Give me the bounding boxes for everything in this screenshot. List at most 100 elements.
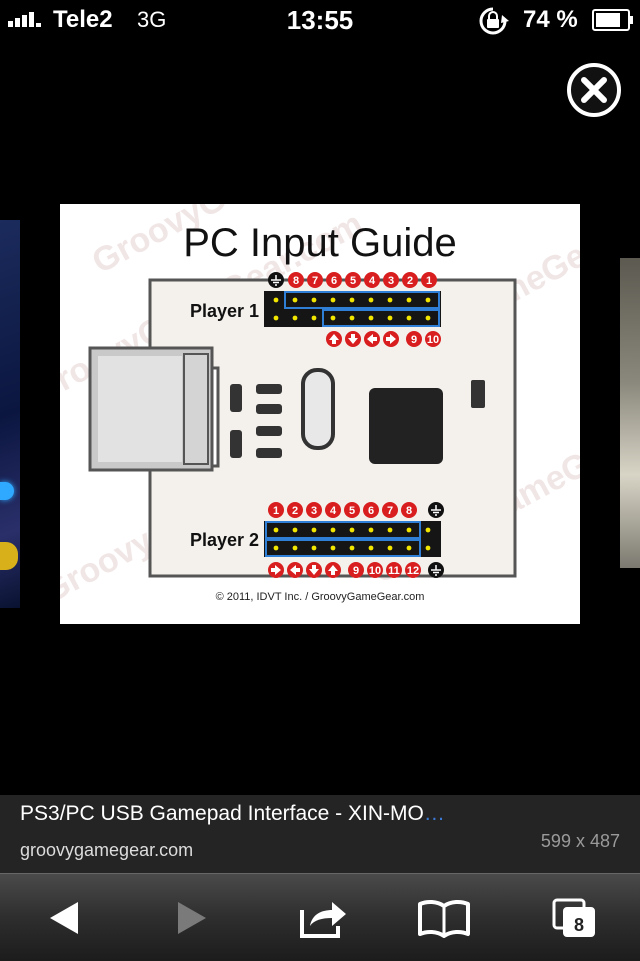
controller-chip <box>369 388 443 464</box>
direction-left-icon <box>364 331 380 347</box>
ground-icon <box>268 272 284 288</box>
pin-number-label: 3 <box>388 275 394 287</box>
pin-number-badge <box>367 562 383 578</box>
pin-number-badge <box>386 562 402 578</box>
pin-number-label: 1 <box>426 275 432 287</box>
header-pin <box>425 315 431 321</box>
pin-number-badge <box>402 272 418 288</box>
ground-icon <box>428 562 444 578</box>
previous-image-preview[interactable] <box>0 220 20 608</box>
pin-number-badge <box>287 502 303 518</box>
player1-bottom-pin-labels: 9 10 <box>326 331 441 347</box>
usb-connector <box>88 346 214 472</box>
header-pin <box>387 315 393 321</box>
pin-number-badge <box>425 331 441 347</box>
pin-number-label: 5 <box>349 505 355 517</box>
caption-source[interactable]: groovygamegear.com <box>20 840 194 860</box>
pin-number-badge <box>383 272 399 288</box>
pin-number-badge <box>307 272 323 288</box>
forward-button[interactable] <box>152 874 232 961</box>
pin-number-badge <box>345 272 361 288</box>
pin-number-badge <box>306 502 322 518</box>
share-icon <box>300 901 346 938</box>
caption-ellipsis: … <box>423 802 445 825</box>
header-pin <box>349 315 355 321</box>
pin-number-badge <box>268 502 284 518</box>
header-pin <box>368 545 374 551</box>
header-pin <box>406 527 412 533</box>
pin-number-badge <box>364 272 380 288</box>
player1-label: Player 1 <box>190 301 259 321</box>
direction-up-icon <box>325 562 341 578</box>
header-pin <box>425 297 431 303</box>
pc-input-guide-diagram: GroovyGameGear.com GroovyGameGear.com Gr… <box>60 204 580 611</box>
direction-left-icon <box>287 562 303 578</box>
header-pin <box>368 297 374 303</box>
tabs-button[interactable]: 8 <box>534 874 614 961</box>
share-button[interactable] <box>284 874 364 961</box>
header-pin <box>292 545 298 551</box>
next-image-preview[interactable] <box>620 258 640 568</box>
tab-count: 8 <box>574 915 584 935</box>
pin-number-label: 4 <box>330 505 337 517</box>
image-dimensions: 599 x 487 <box>540 831 620 851</box>
pin-number-label: 9 <box>411 334 417 346</box>
signal-bars-icon <box>8 12 41 27</box>
direction-up-icon <box>326 331 342 347</box>
pin-number-badge <box>382 502 398 518</box>
carrier-name: Tele2 <box>53 6 113 33</box>
header-pin <box>273 527 279 533</box>
pin-number-label: 2 <box>407 275 413 287</box>
pin-number-label: 7 <box>387 505 393 517</box>
pin-number-badge <box>348 562 364 578</box>
header-pin <box>425 527 431 533</box>
pin-number-badge <box>421 272 437 288</box>
pin-number-label: 10 <box>427 334 439 346</box>
header-pin <box>406 315 412 321</box>
header-pin <box>387 527 393 533</box>
small-component <box>471 380 485 408</box>
close-icon <box>567 63 621 117</box>
direction-right-icon <box>268 562 284 578</box>
header-pin <box>387 297 393 303</box>
pin-number-label: 8 <box>293 275 299 287</box>
guide-title: PC Input Guide <box>183 221 457 265</box>
bookmarks-button[interactable] <box>404 874 484 961</box>
player2-label: Player 2 <box>190 530 259 550</box>
header-pin <box>425 545 431 551</box>
pin-number-badge <box>406 331 422 347</box>
back-button[interactable] <box>24 874 104 961</box>
pin-number-badge <box>363 502 379 518</box>
header-pin <box>273 545 279 551</box>
pin-number-badge <box>326 272 342 288</box>
back-arrow-icon <box>50 901 78 934</box>
player2-header <box>264 521 441 557</box>
crystal-oscillator <box>301 368 335 450</box>
forward-arrow-icon <box>178 901 206 934</box>
mapped-pin-group <box>265 521 421 539</box>
pin-number-label: 6 <box>331 275 337 287</box>
pin-number-label: 3 <box>311 505 317 517</box>
player1-header <box>264 291 441 327</box>
pin-number-label: 12 <box>407 565 419 577</box>
header-pin <box>311 315 317 321</box>
clock: 13:55 <box>286 5 354 35</box>
caption-title-text: PS3/PC USB Gamepad Interface - XIN-MO <box>20 802 424 825</box>
mapped-pin-group <box>322 309 440 327</box>
battery-icon <box>592 9 633 31</box>
close-button[interactable] <box>566 62 622 118</box>
header-pin <box>349 527 355 533</box>
header-pin <box>349 545 355 551</box>
mapped-pin-group <box>265 539 421 557</box>
header-pin <box>292 297 298 303</box>
pin-number-label: 5 <box>350 275 356 287</box>
header-pin <box>349 297 355 303</box>
pin-number-badge <box>344 502 360 518</box>
caption-title[interactable]: PS3/PC USB Gamepad Interface - XIN-MO… <box>20 802 445 826</box>
direction-right-icon <box>383 331 399 347</box>
pin-number-label: 8 <box>406 505 412 517</box>
header-pin <box>273 297 279 303</box>
main-image[interactable]: GroovyGameGear.com GroovyGameGear.com Gr… <box>60 204 580 624</box>
pin-number-label: 7 <box>312 275 318 287</box>
